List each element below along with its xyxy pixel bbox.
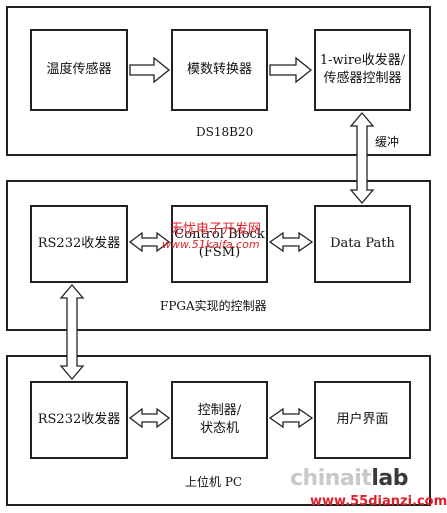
watermark-bottom-url: www.55dianzi.com [310,494,447,509]
watermark-logo-suffix: lab [371,466,408,491]
arrow-adc-to-transceiver [269,56,313,84]
watermark-site-url: www.51kaifa.com [162,238,260,251]
user-interface-block: 用户界面 [314,381,411,459]
pc-controller-state-machine-block: 控制器/ 状态机 [171,381,268,459]
fpga-container [6,180,431,331]
watermark-logo-text: chinait [290,466,372,491]
arrow-sensor-to-adc [129,56,171,84]
adc-block: 模数转换器 [171,29,268,111]
ds18b20-label: DS18B20 [196,125,254,139]
arrow-rs232-vertical [59,283,85,381]
arrow-fpga-rs232-control [128,231,171,253]
pc-container [6,355,431,506]
ds18b20-container [6,6,431,156]
one-wire-transceiver-block: 1-wire收发器/ 传感器控制器 [314,29,411,111]
arrow-buffer-vertical [349,111,375,205]
arrow-control-datapath [268,231,314,253]
control-block-fsm: Control Block (FSM) [171,205,268,283]
pc-rs232-block: RS232收发器 [30,381,128,459]
temperature-sensor-block: 温度传感器 [30,29,128,111]
buffer-label: 缓冲 [375,135,400,149]
fpga-label: FPGA实现的控制器 [160,299,267,313]
arrow-controller-ui [268,407,314,429]
fpga-rs232-block: RS232收发器 [30,205,128,283]
data-path-block: Data Path [314,205,411,283]
watermark-logo: chinaitlab [290,466,408,491]
arrow-pc-rs232-controller [128,407,171,429]
pc-label: 上位机 PC [185,475,243,489]
watermark-site-name: 无忧电子开发网 [170,222,262,237]
